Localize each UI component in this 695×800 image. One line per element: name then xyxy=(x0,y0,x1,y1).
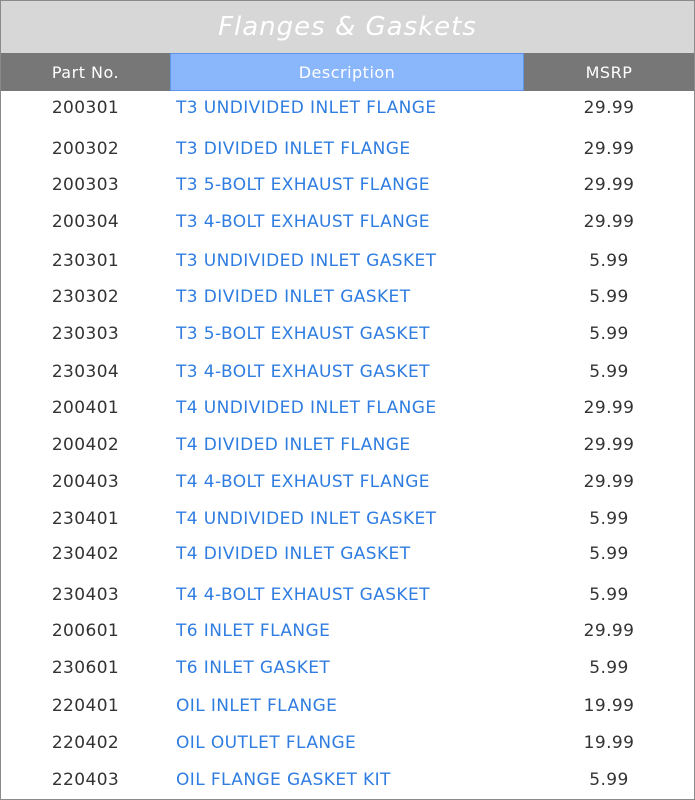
description-link[interactable]: OIL OUTLET FLANGE xyxy=(176,733,357,753)
description-link[interactable]: OIL FLANGE GASKET KIT xyxy=(176,770,391,790)
description-link[interactable]: T3 UNDIVIDED INLET GASKET xyxy=(176,251,437,271)
table-row: 220403 OIL FLANGE GASKET KIT 5.99 xyxy=(1,766,694,794)
part-number-cell: 230301 xyxy=(51,251,120,271)
part-number-cell: 220401 xyxy=(51,696,120,716)
description-link[interactable]: T6 INLET GASKET xyxy=(176,658,331,678)
table-row: 200301 T3 UNDIVIDED INLET FLANGE 29.99 xyxy=(1,94,694,122)
description-link[interactable]: T3 5-BOLT EXHAUST GASKET xyxy=(176,324,430,344)
msrp-cell: 5.99 xyxy=(589,770,629,790)
table-row: 200303 T3 5-BOLT EXHAUST FLANGE 29.99 xyxy=(1,171,694,199)
part-number-cell: 220402 xyxy=(51,733,120,753)
msrp-cell: 29.99 xyxy=(583,212,635,232)
description-link[interactable]: T4 4-BOLT EXHAUST GASKET xyxy=(176,585,430,605)
description-link[interactable]: T3 4-BOLT EXHAUST GASKET xyxy=(176,362,430,382)
description-link[interactable]: T3 DIVIDED INLET GASKET xyxy=(176,287,411,307)
part-number-cell: 200304 xyxy=(51,212,120,232)
table-row: 200403 T4 4-BOLT EXHAUST FLANGE 29.99 xyxy=(1,468,694,496)
part-number-cell: 200401 xyxy=(51,398,120,418)
msrp-cell: 29.99 xyxy=(583,175,635,195)
description-link[interactable]: T4 UNDIVIDED INLET GASKET xyxy=(176,509,437,529)
description-link[interactable]: OIL INLET FLANGE xyxy=(176,696,338,716)
msrp-cell: 29.99 xyxy=(583,435,635,455)
description-link[interactable]: T3 4-BOLT EXHAUST FLANGE xyxy=(176,212,430,232)
column-header-part-no: Part No. xyxy=(51,62,120,82)
msrp-cell: 5.99 xyxy=(589,362,629,382)
msrp-cell: 5.99 xyxy=(589,658,629,678)
part-number-cell: 230304 xyxy=(51,362,120,382)
part-number-cell: 230302 xyxy=(51,287,120,307)
msrp-cell: 5.99 xyxy=(589,509,629,529)
msrp-cell: 29.99 xyxy=(583,398,635,418)
table-row: 200402 T4 DIVIDED INLET FLANGE 29.99 xyxy=(1,431,694,459)
part-number-cell: 200302 xyxy=(51,139,120,159)
column-header-msrp: MSRP xyxy=(585,62,633,82)
part-number-cell: 200402 xyxy=(51,435,120,455)
part-number-cell: 220403 xyxy=(51,770,120,790)
part-number-cell: 230601 xyxy=(51,658,120,678)
part-number-cell: 230403 xyxy=(51,585,120,605)
table-row: 200601 T6 INLET FLANGE 29.99 xyxy=(1,617,694,645)
page-title: Flanges & Gaskets xyxy=(218,12,477,42)
table-row: 230401 T4 UNDIVIDED INLET GASKET 5.99 xyxy=(1,505,694,533)
description-link[interactable]: T4 DIVIDED INLET GASKET xyxy=(176,544,411,564)
msrp-cell: 29.99 xyxy=(583,98,635,118)
table-row: 230301 T3 UNDIVIDED INLET GASKET 5.99 xyxy=(1,247,694,275)
part-number-cell: 200301 xyxy=(51,98,120,118)
title-bar: Flanges & Gaskets xyxy=(1,1,694,53)
msrp-cell: 5.99 xyxy=(589,287,629,307)
msrp-cell: 19.99 xyxy=(583,696,635,716)
table-row: 200304 T3 4-BOLT EXHAUST FLANGE 29.99 xyxy=(1,208,694,236)
description-link[interactable]: T4 4-BOLT EXHAUST FLANGE xyxy=(176,472,430,492)
msrp-cell: 5.99 xyxy=(589,251,629,271)
table-row: 230601 T6 INLET GASKET 5.99 xyxy=(1,654,694,682)
table-row: 230303 T3 5-BOLT EXHAUST GASKET 5.99 xyxy=(1,320,694,348)
table-row: 230304 T3 4-BOLT EXHAUST GASKET 5.99 xyxy=(1,358,694,386)
description-link[interactable]: T4 UNDIVIDED INLET FLANGE xyxy=(176,398,437,418)
table-row: 200302 T3 DIVIDED INLET FLANGE 29.99 xyxy=(1,135,694,163)
msrp-cell: 29.99 xyxy=(583,139,635,159)
msrp-cell: 19.99 xyxy=(583,733,635,753)
part-number-cell: 230303 xyxy=(51,324,120,344)
table-row: 230302 T3 DIVIDED INLET GASKET 5.99 xyxy=(1,283,694,311)
table-row: 220401 OIL INLET FLANGE 19.99 xyxy=(1,692,694,720)
msrp-cell: 5.99 xyxy=(589,544,629,564)
part-number-cell: 200601 xyxy=(51,621,120,641)
table-row: 230403 T4 4-BOLT EXHAUST GASKET 5.99 xyxy=(1,581,694,609)
table-row: 230402 T4 DIVIDED INLET GASKET 5.99 xyxy=(1,540,694,568)
description-link[interactable]: T3 5-BOLT EXHAUST FLANGE xyxy=(176,175,430,195)
description-link[interactable]: T6 INLET FLANGE xyxy=(176,621,331,641)
part-number-cell: 230402 xyxy=(51,544,120,564)
msrp-cell: 5.99 xyxy=(589,585,629,605)
table-row: 220402 OIL OUTLET FLANGE 19.99 xyxy=(1,729,694,757)
part-number-cell: 200403 xyxy=(51,472,120,492)
description-link[interactable]: T3 UNDIVIDED INLET FLANGE xyxy=(176,98,437,118)
msrp-cell: 29.99 xyxy=(583,621,635,641)
description-link[interactable]: T3 DIVIDED INLET FLANGE xyxy=(176,139,411,159)
table-row: 200401 T4 UNDIVIDED INLET FLANGE 29.99 xyxy=(1,394,694,422)
msrp-cell: 5.99 xyxy=(589,324,629,344)
msrp-cell: 29.99 xyxy=(583,472,635,492)
part-number-cell: 230401 xyxy=(51,509,120,529)
column-header-description: Description xyxy=(170,53,524,91)
description-link[interactable]: T4 DIVIDED INLET FLANGE xyxy=(176,435,411,455)
part-number-cell: 200303 xyxy=(51,175,120,195)
table-header: Part No. Description MSRP xyxy=(1,53,694,91)
